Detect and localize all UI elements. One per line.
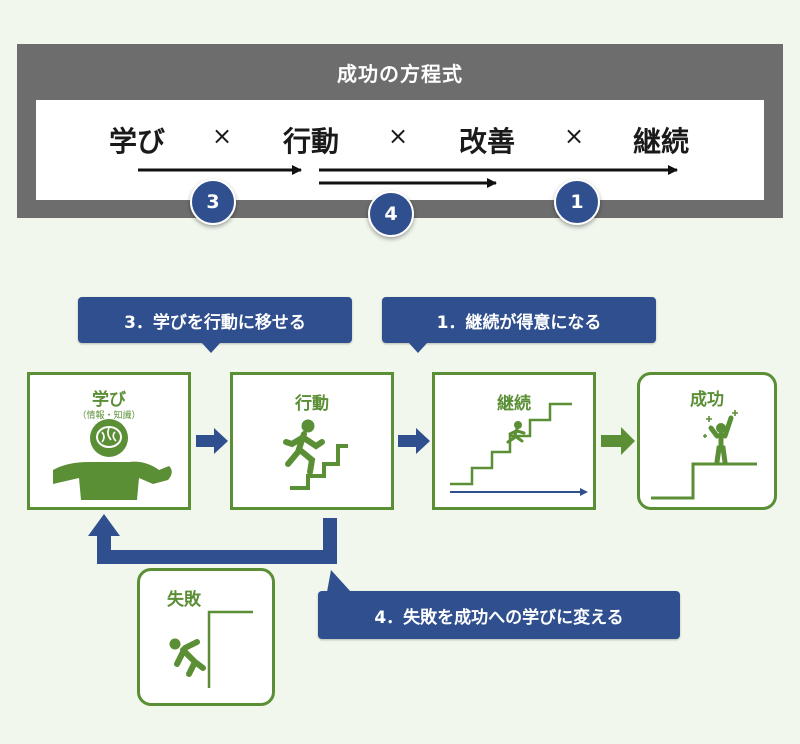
flow-arrow-action-continue — [398, 428, 430, 454]
times-sign-2: × — [388, 122, 409, 150]
step-success-title: 成功 — [690, 390, 724, 410]
runner-stairs-icon — [283, 419, 348, 490]
step-action-title: 行動 — [295, 394, 329, 414]
feedback-arrow-action-learn — [88, 514, 337, 564]
step-action: 行動 — [230, 372, 394, 510]
term-learn: 学び — [109, 125, 166, 158]
formula-title: 成功の方程式 — [337, 62, 463, 86]
term-continue: 継続 — [633, 125, 690, 158]
term-improve: 改善 — [459, 125, 516, 158]
success-person-icon — [651, 410, 757, 500]
badge-3: 3 — [190, 179, 236, 225]
falling-person-icon — [169, 610, 253, 688]
callout-1: 1．継続が得意になる — [382, 297, 656, 343]
step-success: 成功 — [637, 372, 777, 510]
times-sign-1: × — [212, 122, 233, 150]
callout-3: 3．学びを行動に移せる — [78, 297, 352, 343]
badge-1: 1 — [554, 179, 600, 225]
formula-panel: 成功の方程式 学び × 行動 × 改善 × 継続 — [17, 44, 783, 218]
callout-3-pointer — [201, 342, 221, 353]
step-learn-title: 学び — [92, 390, 126, 410]
callout-1-pointer — [408, 342, 428, 353]
staircase-progress-icon — [450, 402, 588, 496]
flow-arrow-learn-action — [196, 428, 228, 454]
callout-4-pointer — [327, 570, 351, 592]
step-learn: 学び （情報・知識） — [27, 372, 191, 510]
flow-arrow-continue-success — [601, 427, 635, 455]
term-action: 行動 — [283, 125, 340, 158]
step-failure: 失敗 — [137, 568, 275, 706]
step-learn-subtitle: （情報・知識） — [77, 411, 141, 421]
step-continue-title: 継続 — [497, 394, 531, 414]
formula-arrows — [138, 165, 678, 188]
callout-4: 4．失敗を成功への学びに変える — [318, 591, 680, 639]
step-failure-title: 失敗 — [167, 590, 201, 610]
learner-brain-icon — [53, 419, 172, 500]
badge-4: 4 — [368, 191, 414, 237]
times-sign-3: × — [564, 122, 585, 150]
step-continue: 継続 — [432, 372, 596, 510]
